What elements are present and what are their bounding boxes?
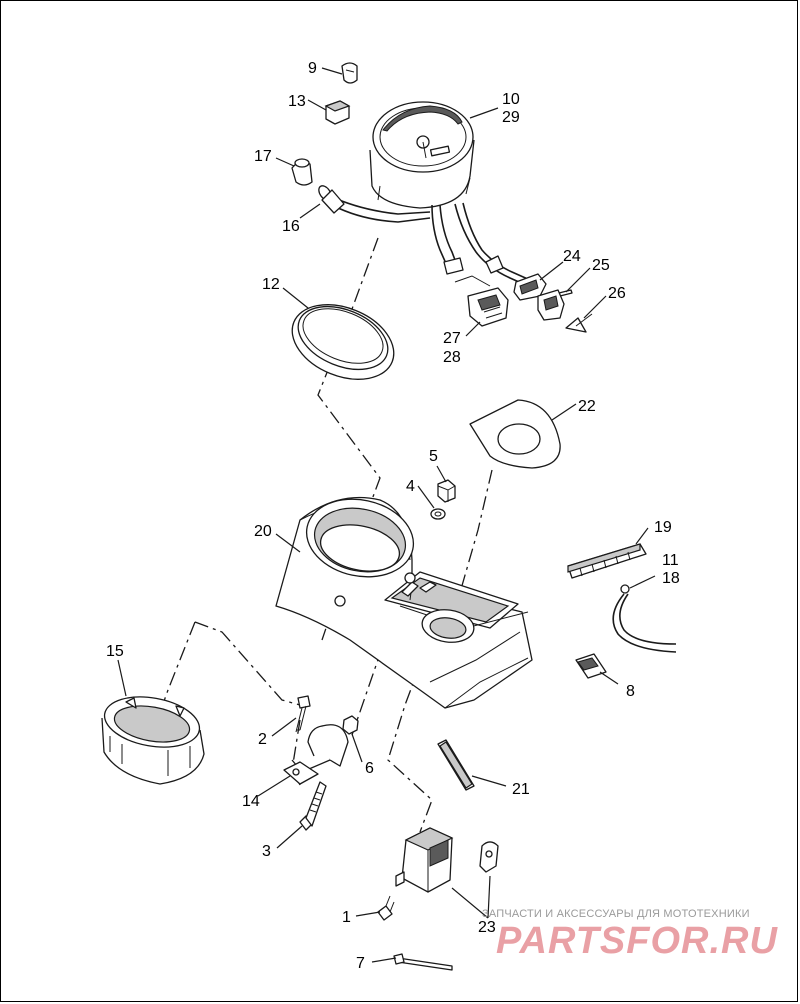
callout-10: 10	[502, 91, 520, 108]
callout-7: 7	[356, 955, 365, 972]
callout-9: 9	[308, 60, 317, 77]
gauge-harness	[431, 202, 531, 287]
callout-4: 4	[406, 478, 415, 495]
part-11-ground-lead	[612, 584, 677, 653]
callout-24: 24	[563, 248, 581, 265]
part-6-nut	[342, 715, 359, 735]
callout-23: 23	[478, 919, 496, 936]
part-20-console	[275, 496, 533, 709]
callout-21: 21	[512, 781, 530, 798]
part-1-screw	[377, 895, 395, 921]
part-19-indicator-bar	[567, 543, 647, 579]
callout-16: 16	[282, 218, 300, 235]
callout-28: 28	[443, 349, 461, 366]
part-26-terminal	[565, 313, 593, 333]
callout-2: 2	[258, 731, 267, 748]
callout-15: 15	[106, 643, 124, 660]
part-7-cable-tie	[393, 953, 453, 971]
watermark-tagline: ЗАПЧАСТИ И АКСЕССУАРЫ ДЛЯ МОТОТЕХНИКИ	[482, 908, 750, 920]
part-9-clip	[341, 62, 358, 84]
callout-5: 5	[429, 448, 438, 465]
part-10-speedometer	[369, 101, 475, 209]
callout-labels: 9 13 10 29 17 16 12 24 25 26 27 28 22 5 …	[106, 60, 680, 972]
part-15-lamp-housing	[101, 696, 205, 785]
part-14-bracket	[283, 724, 349, 785]
callout-22: 22	[578, 398, 596, 415]
callout-8: 8	[626, 683, 635, 700]
part-23-module	[395, 827, 499, 893]
part-4-washer	[430, 508, 446, 520]
part-25-pin	[558, 289, 573, 297]
callout-6: 6	[365, 760, 374, 777]
part-13-connector	[324, 100, 351, 125]
callout-26: 26	[608, 285, 626, 302]
part-2-bolt	[295, 695, 311, 733]
callout-13: 13	[288, 93, 306, 110]
part-3-screw	[299, 781, 327, 831]
plug-housing	[537, 289, 565, 321]
callout-25: 25	[592, 257, 610, 274]
callout-3: 3	[262, 843, 271, 860]
callout-29: 29	[502, 109, 520, 126]
part-21-light-pipe	[437, 739, 475, 791]
part-27-connector	[454, 275, 509, 327]
part-12-bezel-ring	[291, 304, 395, 380]
watermark-logo: PARTSFOR.RU	[496, 920, 778, 962]
part-22-gasket	[469, 399, 561, 469]
callout-19: 19	[654, 519, 672, 536]
leader-lines	[117, 67, 656, 963]
callout-1: 1	[342, 909, 351, 926]
callout-14: 14	[242, 793, 260, 810]
part-16-lamp-socket	[318, 185, 431, 223]
callout-11: 11	[662, 552, 679, 569]
part-17-grommet	[291, 158, 313, 186]
callout-27: 27	[443, 330, 461, 347]
part-5-nut	[437, 479, 456, 503]
callout-20: 20	[254, 523, 272, 540]
callout-12: 12	[262, 276, 280, 293]
callout-17: 17	[254, 148, 272, 165]
callout-18: 18	[662, 570, 680, 587]
part-8-clip	[575, 653, 607, 679]
